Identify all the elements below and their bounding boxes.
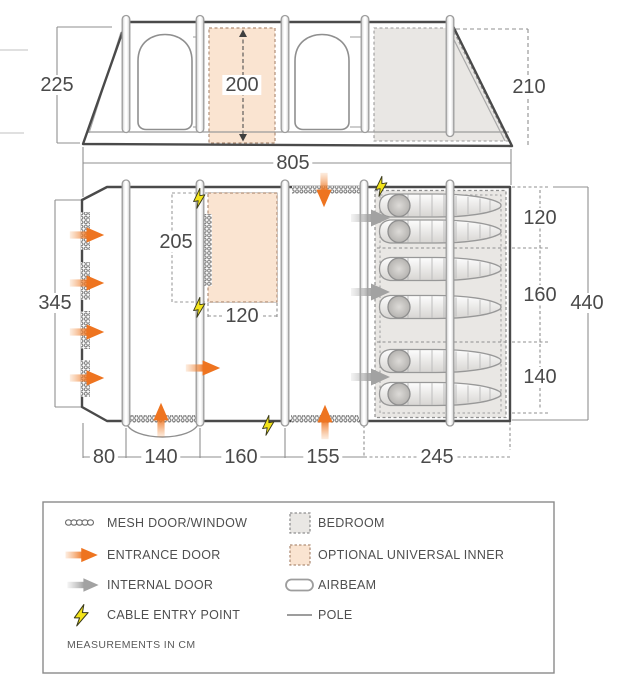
- dim-bottom-5: 245: [417, 447, 457, 467]
- window-arch: [294, 33, 350, 131]
- dim-inner-width: 120: [222, 306, 262, 326]
- legend-label-airbeam: AIRBEAM: [318, 578, 377, 592]
- bedroom-swatch-icon: [289, 512, 311, 534]
- legend-label-internal: INTERNAL DOOR: [107, 578, 214, 592]
- dim-inner-height: 205: [156, 232, 196, 252]
- legend-graphics: [42, 501, 555, 674]
- sleeping-bag: [378, 348, 502, 374]
- floorplan-view: [69, 172, 512, 440]
- sleeping-bag: [378, 294, 502, 320]
- dim-bottom-4: 155: [303, 447, 343, 467]
- elevation-bedroom-area: [373, 27, 509, 142]
- mesh-icon: [64, 519, 95, 526]
- legend-label-mesh: MESH DOOR/WINDOW: [107, 516, 248, 530]
- dim-elevation-right: 210: [509, 77, 549, 97]
- dim-elevation-left: 225: [37, 75, 77, 95]
- dim-right-section-1: 120: [520, 208, 560, 228]
- sleeping-bag: [378, 219, 502, 244]
- sleeping-bag: [378, 193, 502, 218]
- dim-right-section-3: 140: [520, 367, 560, 387]
- legend-label-entrance: ENTRANCE DOOR: [107, 548, 221, 562]
- legend-label-cable: CABLE ENTRY POINT: [107, 608, 241, 622]
- elevation-airbeam-poles: [121, 14, 455, 138]
- legend-label-bedroom: BEDROOM: [318, 516, 385, 530]
- legend-note: MEASUREMENTS IN CM: [67, 639, 196, 651]
- dim-elevation-inner: 200: [222, 75, 262, 95]
- airbeam-icon: [285, 578, 314, 592]
- dim-bottom-1: 80: [89, 447, 119, 467]
- sleeping-bag: [378, 256, 502, 282]
- window-arch: [137, 33, 193, 131]
- elevation-view: [81, 14, 514, 148]
- optional-inner-swatch-icon: [289, 544, 311, 566]
- legend-label-optional: OPTIONAL UNIVERSAL INNER: [318, 548, 505, 562]
- legend-label-pole: POLE: [318, 608, 353, 622]
- dim-bottom-2: 140: [141, 447, 181, 467]
- dim-bottom-3: 160: [221, 447, 261, 467]
- sleeping-bag: [378, 381, 502, 407]
- dim-right-section-2: 160: [520, 285, 560, 305]
- dim-total-width: 805: [273, 153, 313, 173]
- plan-optional-inner: [207, 192, 278, 303]
- dim-right-total: 440: [567, 293, 607, 313]
- dim-left-height: 345: [35, 293, 75, 313]
